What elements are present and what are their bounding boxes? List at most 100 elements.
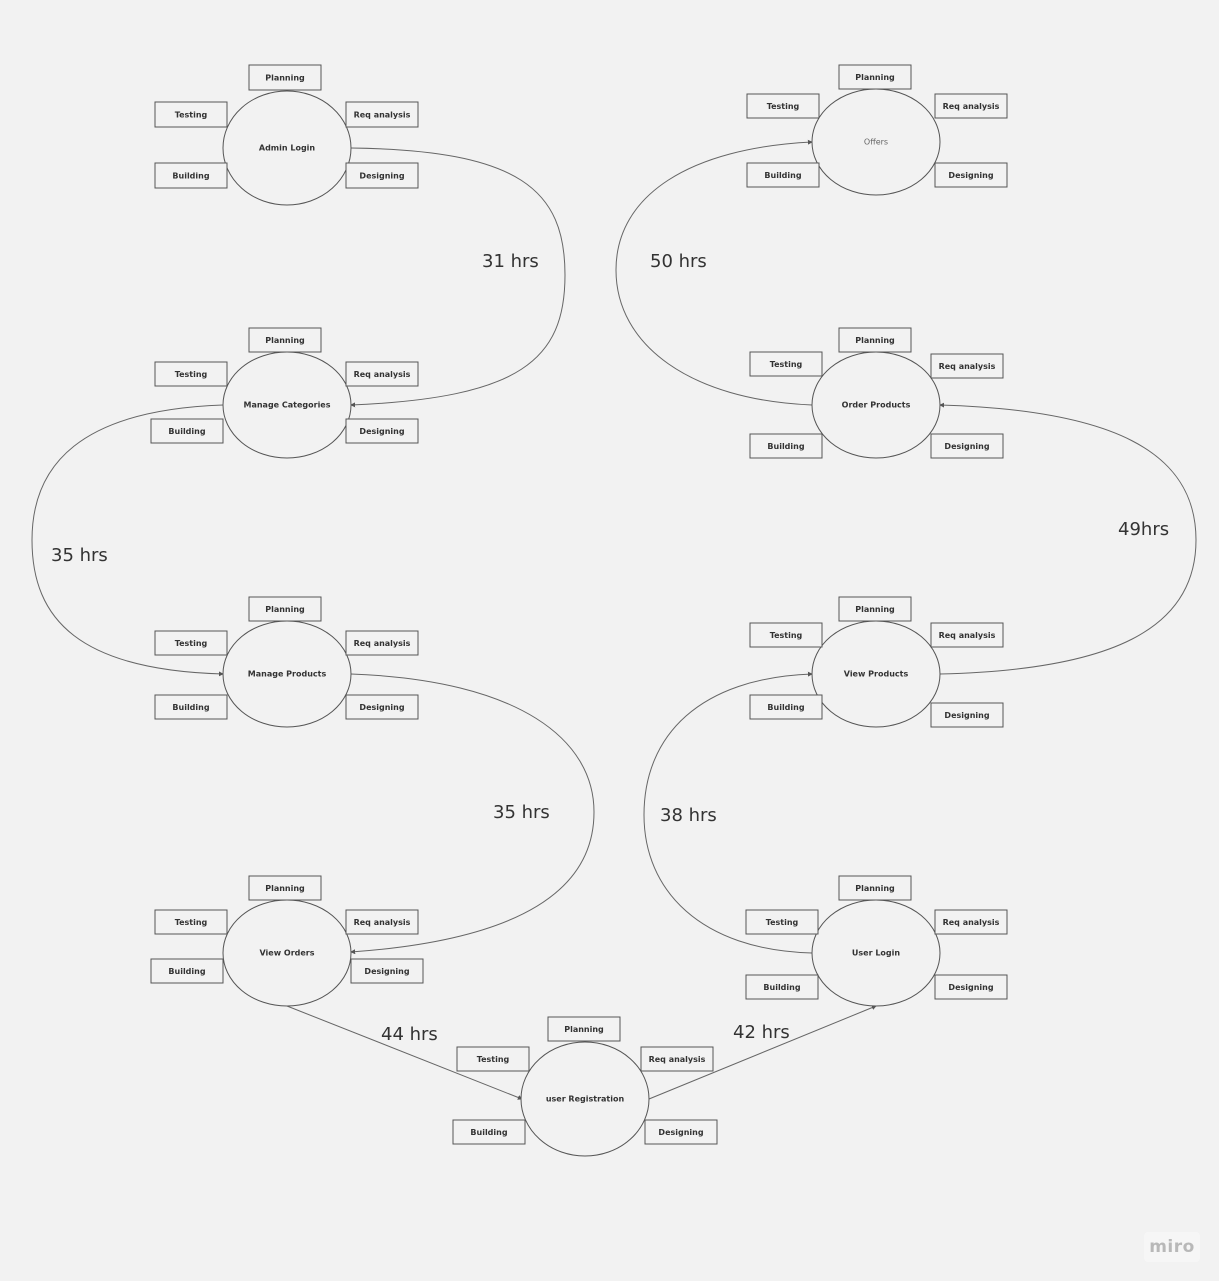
- phase-box-rect[interactable]: [350, 958, 424, 984]
- phase-box-designing[interactable]: Designing: [345, 418, 419, 444]
- phase-box-building[interactable]: Building: [749, 694, 823, 720]
- phase-box-rect[interactable]: [838, 875, 912, 901]
- phase-box-rect[interactable]: [746, 93, 820, 119]
- phase-box-rect[interactable]: [934, 909, 1008, 935]
- phase-box-testing[interactable]: Testing: [746, 93, 820, 119]
- phase-box-rect[interactable]: [248, 327, 322, 353]
- phase-box-designing[interactable]: Designing: [644, 1119, 718, 1145]
- phase-box-planning[interactable]: Planning: [838, 64, 912, 90]
- phase-box-rect[interactable]: [248, 64, 322, 91]
- phase-box-rect[interactable]: [838, 327, 912, 353]
- phase-box-designing[interactable]: Designing: [345, 162, 419, 189]
- phase-box-rect[interactable]: [154, 361, 228, 387]
- phase-box-rect[interactable]: [749, 351, 823, 377]
- phase-box-req[interactable]: Req analysis: [345, 361, 419, 387]
- phase-box-rect[interactable]: [154, 909, 228, 935]
- phase-box-rect[interactable]: [930, 433, 1004, 459]
- phase-box-rect[interactable]: [345, 418, 419, 444]
- phase-box-designing[interactable]: Designing: [934, 162, 1008, 188]
- phase-box-rect[interactable]: [930, 702, 1004, 728]
- phase-box-req[interactable]: Req analysis: [345, 630, 419, 656]
- phase-box-building[interactable]: Building: [746, 162, 820, 188]
- phase-box-testing[interactable]: Testing: [456, 1046, 530, 1072]
- phase-box-rect[interactable]: [154, 162, 228, 189]
- phase-box-rect[interactable]: [345, 694, 419, 720]
- phase-box-rect[interactable]: [930, 622, 1004, 648]
- phase-box-rect[interactable]: [746, 162, 820, 188]
- phase-box-building[interactable]: Building: [154, 694, 228, 720]
- phase-box-rect[interactable]: [745, 974, 819, 1000]
- phase-box-req[interactable]: Req analysis: [345, 909, 419, 935]
- edge-order-products-to-offers[interactable]: [615, 139, 813, 406]
- phase-box-rect[interactable]: [345, 101, 419, 128]
- phase-box-rect[interactable]: [745, 909, 819, 935]
- edge-user-login-to-view-products[interactable]: [643, 671, 813, 954]
- edge-view-products-to-order-products[interactable]: [939, 402, 1197, 675]
- phase-box-planning[interactable]: Planning: [248, 327, 322, 353]
- phase-box-planning[interactable]: Planning: [838, 327, 912, 353]
- phase-box-rect[interactable]: [345, 909, 419, 935]
- phase-box-planning[interactable]: Planning: [838, 596, 912, 622]
- phase-box-rect[interactable]: [456, 1046, 530, 1072]
- phase-box-rect[interactable]: [547, 1016, 621, 1042]
- phase-box-rect[interactable]: [749, 694, 823, 720]
- phase-box-rect[interactable]: [749, 433, 823, 459]
- phase-box-designing[interactable]: Designing: [930, 433, 1004, 459]
- phase-box-testing[interactable]: Testing: [154, 630, 228, 656]
- phase-box-rect[interactable]: [452, 1119, 526, 1145]
- phase-box-req[interactable]: Req analysis: [930, 353, 1004, 379]
- phase-box-rect[interactable]: [150, 958, 224, 984]
- phase-box-req[interactable]: Req analysis: [930, 622, 1004, 648]
- phase-box-planning[interactable]: Planning: [248, 875, 322, 901]
- edge-view-orders-to-user-registration[interactable]: [286, 1005, 523, 1100]
- phase-box-rect[interactable]: [934, 974, 1008, 1000]
- phase-box-testing[interactable]: Testing: [745, 909, 819, 935]
- phase-box-req[interactable]: Req analysis: [640, 1046, 714, 1072]
- edge-manage-categories-to-manage-products[interactable]: [31, 404, 224, 677]
- phase-box-rect[interactable]: [154, 694, 228, 720]
- phase-box-planning[interactable]: Planning: [248, 596, 322, 622]
- phase-box-rect[interactable]: [644, 1119, 718, 1145]
- phase-box-rect[interactable]: [248, 596, 322, 622]
- phase-box-rect[interactable]: [934, 93, 1008, 119]
- phase-box-rect[interactable]: [345, 162, 419, 189]
- phase-box-building[interactable]: Building: [150, 418, 224, 444]
- phase-box-planning[interactable]: Planning: [248, 64, 322, 91]
- phase-box-rect[interactable]: [838, 64, 912, 90]
- node-circle[interactable]: [520, 1041, 650, 1157]
- phase-box-rect[interactable]: [154, 630, 228, 656]
- edge-manage-products-to-view-orders[interactable]: [350, 673, 595, 955]
- phase-box-rect[interactable]: [749, 622, 823, 648]
- phase-box-testing[interactable]: Testing: [154, 101, 228, 128]
- node-circle[interactable]: [222, 90, 352, 206]
- phase-box-rect[interactable]: [838, 596, 912, 622]
- phase-box-planning[interactable]: Planning: [838, 875, 912, 901]
- phase-box-designing[interactable]: Designing: [350, 958, 424, 984]
- phase-box-building[interactable]: Building: [749, 433, 823, 459]
- phase-box-rect[interactable]: [640, 1046, 714, 1072]
- phase-box-planning[interactable]: Planning: [547, 1016, 621, 1042]
- phase-box-testing[interactable]: Testing: [749, 622, 823, 648]
- phase-box-testing[interactable]: Testing: [154, 909, 228, 935]
- phase-box-rect[interactable]: [248, 875, 322, 901]
- phase-box-building[interactable]: Building: [745, 974, 819, 1000]
- phase-box-rect[interactable]: [930, 353, 1004, 379]
- phase-box-testing[interactable]: Testing: [154, 361, 228, 387]
- phase-box-building[interactable]: Building: [452, 1119, 526, 1145]
- phase-box-rect[interactable]: [934, 162, 1008, 188]
- phase-box-rect[interactable]: [154, 101, 228, 128]
- phase-box-designing[interactable]: Designing: [345, 694, 419, 720]
- phase-box-req[interactable]: Req analysis: [934, 909, 1008, 935]
- phase-box-designing[interactable]: Designing: [930, 702, 1004, 728]
- edge-admin-login-to-manage-categories[interactable]: [350, 147, 566, 408]
- phase-box-req[interactable]: Req analysis: [345, 101, 419, 128]
- phase-box-designing[interactable]: Designing: [934, 974, 1008, 1000]
